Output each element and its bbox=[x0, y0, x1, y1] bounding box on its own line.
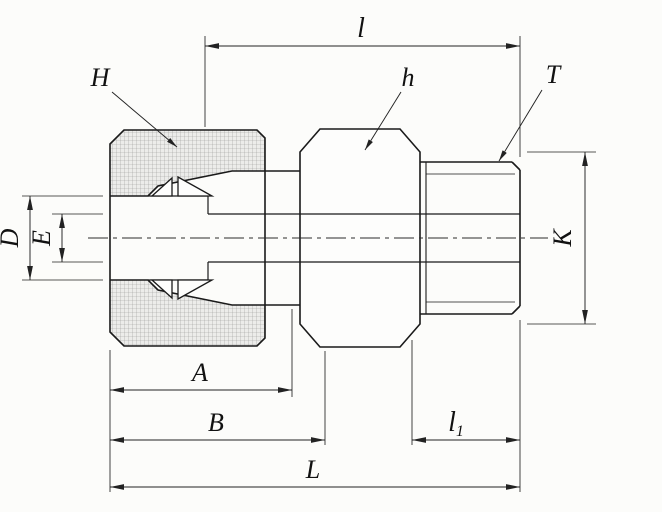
dimension-B bbox=[110, 351, 326, 445]
dimension-E bbox=[52, 213, 103, 263]
leader-h bbox=[364, 91, 402, 151]
ferrules bbox=[150, 175, 215, 301]
dimension-K bbox=[527, 151, 596, 325]
dimension-D bbox=[22, 195, 103, 281]
dim-label-H: H bbox=[90, 63, 111, 92]
dim-label-l1: l1 bbox=[448, 407, 464, 440]
dim-label-T: T bbox=[546, 60, 562, 89]
leader-H bbox=[111, 91, 178, 148]
dimension-A bbox=[109, 309, 293, 492]
dim-label-h: h bbox=[402, 63, 415, 92]
fitting-object bbox=[88, 128, 548, 348]
dim-label-B: B bbox=[208, 408, 224, 437]
dimension-L bbox=[110, 320, 521, 492]
dimensions: l H h T D bbox=[0, 13, 596, 492]
dim-label-A: A bbox=[190, 358, 208, 387]
dim-label-D: D bbox=[0, 228, 24, 248]
dim-label-K: K bbox=[548, 228, 577, 248]
dimension-l1 bbox=[411, 340, 520, 445]
thread-section bbox=[420, 161, 521, 315]
dim-label-E: E bbox=[27, 230, 56, 247]
body-neck bbox=[265, 170, 300, 306]
dim-label-l: l bbox=[357, 13, 365, 44]
leader-T bbox=[498, 89, 543, 162]
dimension-l bbox=[204, 36, 521, 157]
dim-label-L: L bbox=[305, 455, 320, 484]
